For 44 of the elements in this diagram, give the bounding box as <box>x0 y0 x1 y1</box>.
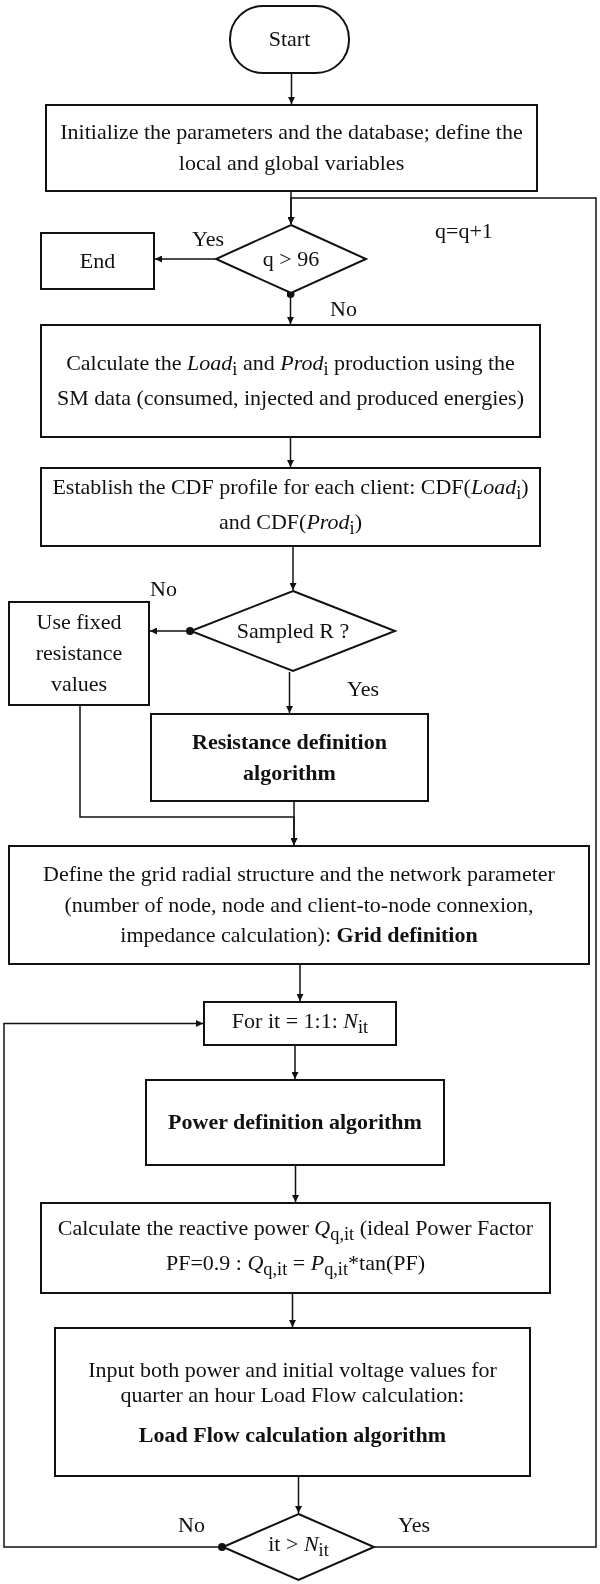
decision-diamond <box>190 590 396 672</box>
process-box <box>203 1001 397 1046</box>
arrow <box>288 73 295 105</box>
node-text: Define the grid radial structure and the network parameter (number of node, node and client-to-node connexion, impedance calculation): Grid definition <box>42 859 556 950</box>
node-text: Calculate the Load$_{i}$ and Prod$_{i}$ production using the SM data (consumed, injected and produced energies) <box>56 349 525 413</box>
arrow <box>154 255 216 263</box>
process-box <box>40 324 541 438</box>
arrow <box>289 546 297 591</box>
process-box <box>54 1327 531 1477</box>
arrow <box>287 437 294 468</box>
node-text: Sampled R ? <box>236 616 350 645</box>
node-text: q > 96 <box>262 244 320 273</box>
arrow <box>149 627 194 635</box>
arrow <box>296 964 304 1002</box>
process-box <box>150 713 429 802</box>
process-box <box>145 1079 445 1166</box>
node-text: Resistance definition algorithm <box>191 727 388 787</box>
process-box <box>40 232 155 290</box>
node-text: For it = 1:1: N$_{it}$ <box>231 1007 369 1040</box>
node-text: Input both power and initial voltage values for quarter an hour Load Flow calculation: <box>87 1357 498 1408</box>
arrow <box>295 1476 302 1514</box>
process-box <box>40 1202 551 1294</box>
node-text: Start <box>268 25 311 54</box>
node-text: Initialize the parameters and the database; define the local and global variables <box>59 118 524 177</box>
node-text: Use fixed resistance values <box>34 608 124 698</box>
arrow <box>291 1045 299 1080</box>
decision-diamond <box>222 1513 375 1581</box>
arrow <box>3 1020 226 1551</box>
arrow <box>287 197 597 1548</box>
node-text: Load Flow calculation algorithm <box>138 1421 447 1447</box>
arrow <box>292 1165 299 1203</box>
arrow <box>290 801 298 846</box>
arrow <box>289 1293 296 1328</box>
node-text: Establish the CDF profile for each client: CDF(Load$_{i}$) and CDF(Prod$_{i}$) <box>52 472 529 541</box>
arrow <box>286 290 295 325</box>
process-box <box>45 104 538 192</box>
node-text: Power definition algorithm <box>168 1108 422 1137</box>
process-box <box>8 845 590 965</box>
process-box <box>8 601 150 706</box>
node-text: End <box>79 246 116 275</box>
arrow <box>286 671 293 714</box>
process-box <box>40 467 541 547</box>
node-text: Calculate the reactive power Q$_{q,it}$ (ideal Power Factor PF=0.9 : Q$_{q,it}$ = P$_{q,it}$*tan(PF) <box>56 1213 535 1282</box>
node-text: it > N$_{it}$ <box>268 1530 329 1563</box>
